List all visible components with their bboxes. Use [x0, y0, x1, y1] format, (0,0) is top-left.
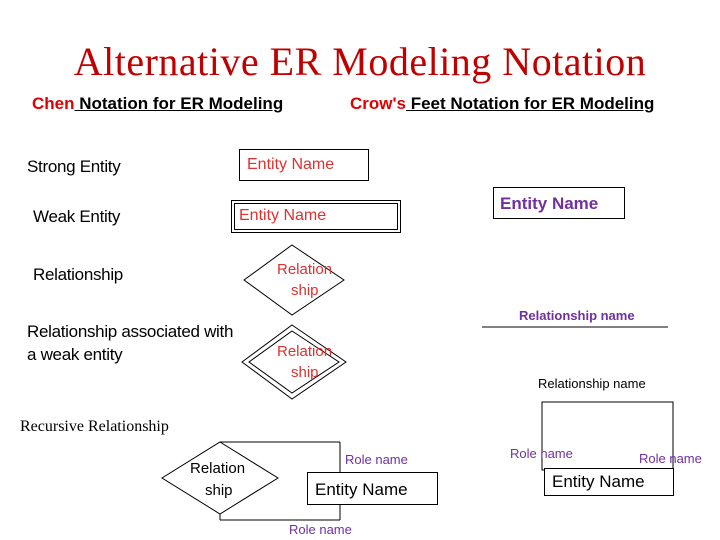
chen-weak-rel-line2: ship	[291, 364, 319, 381]
chen-weak-rel-line1: Relation	[277, 343, 333, 360]
chen-relationship-line1: Relation	[277, 261, 333, 278]
rel-weak-label-line2: a weak entity	[27, 345, 123, 364]
crows-recursive-entity-name: Entity Name	[552, 472, 645, 491]
crows-role-name-right: Role name	[639, 451, 702, 466]
crows-recursive-entity-box: Entity Name	[544, 468, 674, 496]
chen-weak-relationship-diamond-outer	[241, 324, 347, 400]
crows-relationship-name-1: Relationship name	[519, 308, 635, 323]
chen-header: Chen Notation for ER Modeling	[32, 94, 283, 114]
chen-relationship-line2: ship	[291, 282, 319, 299]
chen-weak-relationship-diamond-inner	[248, 330, 340, 394]
page-title: Alternative ER Modeling Notation	[73, 39, 647, 84]
crows-header: Crow's Feet Notation for ER Modeling	[350, 94, 654, 114]
chen-weak-entity-box-inner: Entity Name	[234, 203, 398, 230]
chen-recursive-diamond	[161, 441, 279, 515]
chen-recursive-entity-box: Entity Name	[307, 472, 438, 505]
crows-header-prefix: Crow's	[350, 94, 406, 113]
strong-entity-label: Strong Entity	[27, 157, 121, 176]
weak-entity-label: Weak Entity	[33, 207, 121, 226]
chen-relationship-diamond	[243, 244, 345, 316]
chen-recursive-rel-line1: Relation	[190, 460, 246, 477]
rel-weak-label-line1: Relationship associated with	[27, 322, 234, 341]
chen-strong-entity-name: Entity Name	[247, 156, 335, 173]
chen-header-rest: Notation for ER Modeling	[74, 94, 284, 113]
chen-role-name-bottom: Role name	[289, 522, 352, 537]
chen-strong-entity-box: Entity Name	[239, 149, 369, 181]
chen-header-prefix: Chen	[32, 94, 75, 113]
chen-role-name-top: Role name	[345, 452, 408, 467]
crows-header-rest: Feet Notation for ER Modeling	[406, 94, 655, 113]
crows-relationship-name-2: Relationship name	[538, 376, 646, 391]
crows-role-name-left: Role name	[510, 446, 573, 461]
crows-entity-box: Entity Name	[493, 187, 625, 219]
chen-weak-entity-name: Entity Name	[239, 207, 327, 224]
relationship-label: Relationship	[33, 265, 123, 284]
chen-recursive-entity-name: Entity Name	[315, 480, 408, 499]
recursive-label: Recursive Relationship	[20, 418, 169, 435]
crows-entity-name: Entity Name	[500, 194, 599, 213]
chen-recursive-rel-line2: ship	[205, 482, 233, 499]
